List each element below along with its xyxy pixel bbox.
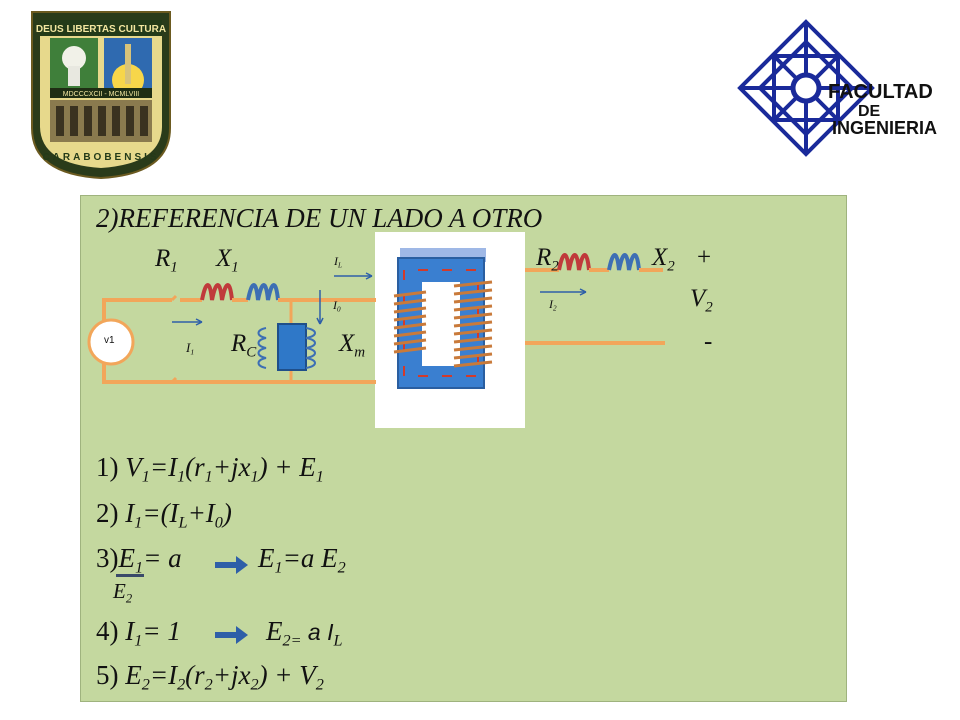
logo-line-2: DE <box>858 103 881 120</box>
label-x1: X1 <box>216 245 239 276</box>
r2-resistor <box>557 253 591 271</box>
logo-years: MDCCCXCII - MCMLVIII <box>63 91 140 98</box>
logo-ring-bottom: CARABOBENSIS <box>42 152 159 163</box>
equivalent-circuit <box>87 232 665 428</box>
voltage-source <box>87 318 135 366</box>
slide-heading: 2)REFERENCIA DE UN LADO A OTRO <box>96 203 543 233</box>
equation-4-result: E2= a IL <box>266 616 343 650</box>
university-seal-logo: DEUS LIBERTAS CULTURA MDCCCXCII - MCMLVI… <box>28 8 174 180</box>
label-rc: RC <box>231 330 257 361</box>
equation-4: 4) I1= 1 <box>96 616 181 650</box>
label-r2: R2 <box>536 244 559 275</box>
x1-inductor <box>246 283 280 301</box>
equation-3: 3)E1= a <box>96 543 182 577</box>
r1-resistor <box>200 283 234 301</box>
label-xm: Xm <box>339 330 366 361</box>
equation-3-denominator: E2 <box>113 579 133 606</box>
transformer-core <box>393 248 493 389</box>
label-x2: X2 <box>652 244 675 275</box>
implies-arrow-1 <box>215 562 239 568</box>
label-plus: + <box>697 244 712 271</box>
logo-motto: DEUS LIBERTAS CULTURA <box>36 24 166 35</box>
label-i0: I0 <box>333 298 341 314</box>
logo-line-1: FACULTAD <box>828 81 933 103</box>
faculty-engineering-logo: FACULTAD DE INGENIERIA <box>736 18 946 158</box>
rc-core-resistor <box>277 323 307 371</box>
label-v2: V2 <box>690 285 713 316</box>
logo-line-3: INGENIERIA <box>832 118 937 138</box>
label-source: v1 <box>104 335 115 346</box>
equation-5: 5) E2=I2(r2+jx2) + V2 <box>96 660 324 694</box>
fraction-bar <box>116 574 144 577</box>
xm-inductor <box>305 327 316 369</box>
equation-2: 2) I1=(IL+I0) <box>96 498 232 532</box>
label-r1: R1 <box>155 245 178 276</box>
equation-1: 1) V1=I1(r1+jx1) + E1 <box>96 452 324 486</box>
label-il: IL <box>334 254 342 270</box>
equation-3-result: E1=a E2 <box>258 543 346 577</box>
label-i1: I1 <box>186 340 195 357</box>
implies-arrow-1-head <box>236 556 248 574</box>
x2-inductor <box>607 253 641 271</box>
label-minus: - <box>704 328 713 355</box>
implies-arrow-2-head <box>236 626 248 644</box>
implies-arrow-2 <box>215 632 239 638</box>
label-i2: I2 <box>549 297 557 313</box>
